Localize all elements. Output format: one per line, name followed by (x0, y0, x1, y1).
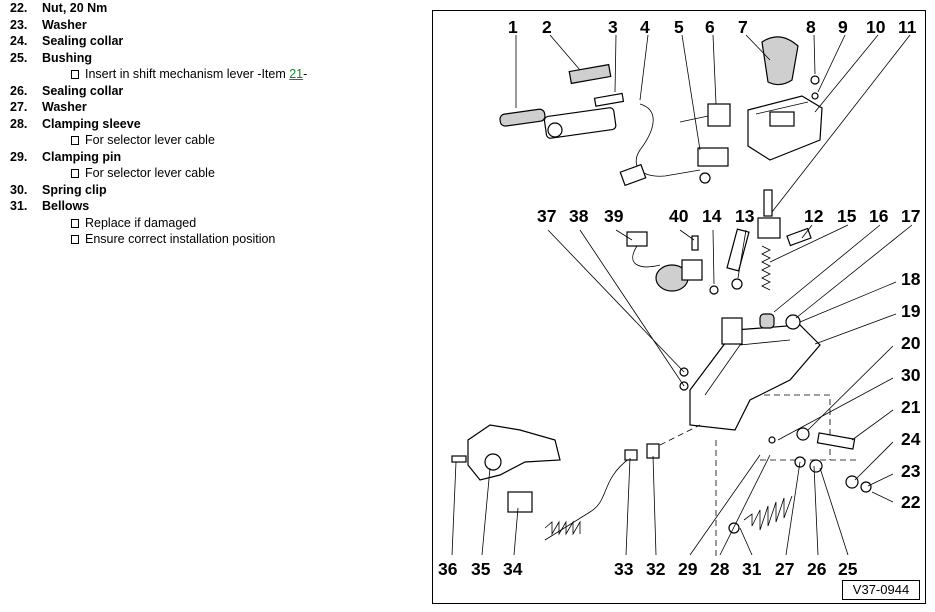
callout-26: 26 (807, 559, 827, 579)
legend-item-26: 26. Sealing collar (10, 83, 124, 98)
exploded-parts-diagram (432, 10, 926, 604)
bullet-box-icon (71, 136, 79, 145)
legend-item-31: 31. Bellows (10, 199, 90, 213)
callout-24: 24 (901, 429, 921, 449)
shift-lever-bracket (679, 313, 821, 431)
callout-33: 33 (614, 559, 634, 579)
lower-cable (544, 443, 793, 541)
legend-item-27: 27. Washer (10, 100, 87, 114)
callout-17: 17 (901, 206, 920, 226)
legend-note-29: For selector lever cable (0, 165, 425, 182)
callout-22: 22 (901, 492, 921, 512)
callout-2: 2 (542, 17, 552, 37)
legend-item-25: 25. Bushing (10, 50, 92, 65)
callout-5: 5 (674, 17, 684, 37)
callout-4: 4 (640, 17, 650, 37)
bullet-box-icon (71, 169, 79, 178)
callout-40: 40 (669, 206, 689, 226)
callout-31: 31 (742, 559, 762, 579)
legend-note-31b: Ensure correct installation position (0, 231, 425, 248)
callout-19: 19 (901, 301, 921, 321)
item-21-link[interactable]: 21 (289, 67, 304, 81)
bullet-box-icon (71, 235, 79, 244)
callout-7: 7 (738, 17, 748, 37)
callout-27: 27 (775, 559, 794, 579)
callout-13: 13 (735, 206, 755, 226)
callout-14: 14 (702, 206, 722, 226)
legend-note-25: Insert in shift mechanism lever -Item 21… (0, 66, 425, 83)
callout-10: 10 (866, 17, 886, 37)
callout-6: 6 (705, 17, 715, 37)
callout-34: 34 (503, 559, 523, 579)
callout-9: 9 (838, 17, 848, 37)
solenoid-group (626, 231, 703, 292)
callout-1: 1 (508, 17, 518, 37)
callout-18: 18 (901, 269, 921, 289)
bullet-box-icon (71, 70, 79, 79)
legend-item-28: 28. Clamping sleeve (10, 116, 141, 131)
callout-numbers: 1 2 3 4 5 6 7 8 9 10 11 37 38 39 40 14 1… (438, 17, 921, 579)
alignment-line (659, 424, 701, 446)
parts-legend: 22. Nut, 20 Nm 23. Washer 24. Sealing co… (0, 0, 425, 248)
selector-cable-assembly (499, 63, 731, 187)
leader-lines (451, 34, 913, 556)
alignment-line (764, 394, 831, 460)
callout-30: 30 (901, 365, 921, 385)
legend-item-22: 22. Nut, 20 Nm (10, 1, 108, 15)
callout-36: 36 (438, 559, 458, 579)
callout-32: 32 (646, 559, 666, 579)
callout-8: 8 (806, 17, 816, 37)
gear-knob (761, 36, 799, 86)
callout-25: 25 (838, 559, 858, 579)
pin-and-spring-group (709, 189, 812, 295)
callout-37: 37 (537, 206, 556, 226)
bullet-box-icon (71, 218, 79, 228)
legend-item-30: 30. Spring clip (10, 182, 107, 197)
callout-15: 15 (837, 206, 857, 226)
legend-item-23: 23. Washer (10, 17, 87, 32)
callout-35: 35 (471, 559, 491, 579)
callout-21: 21 (901, 397, 921, 417)
legend-item-29: 29. Clamping pin (10, 149, 122, 164)
shaft-and-bushings (768, 427, 872, 493)
callout-23: 23 (901, 461, 921, 481)
callout-12: 12 (804, 206, 824, 226)
callout-20: 20 (901, 333, 921, 353)
callout-16: 16 (869, 206, 889, 226)
callout-29: 29 (678, 559, 698, 579)
callout-28: 28 (710, 559, 730, 579)
legend-note-31a: Replace if damaged (0, 215, 425, 232)
legend-note-28: For selector lever cable (0, 132, 425, 149)
callout-11: 11 (898, 17, 917, 37)
callout-38: 38 (569, 206, 589, 226)
figure-reference: V37-0944 (842, 580, 920, 600)
callout-3: 3 (608, 17, 618, 37)
selector-housing (747, 75, 823, 161)
legend-item-24: 24. Sealing collar (10, 34, 124, 48)
callout-39: 39 (604, 206, 624, 226)
lower-mount-bracket (451, 424, 561, 513)
